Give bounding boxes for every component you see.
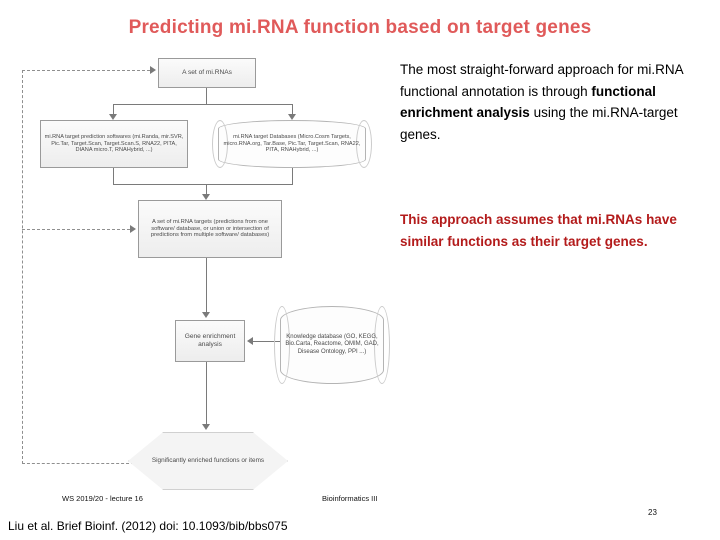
arrow-to-databases (288, 114, 296, 120)
connector-mirnas-down (206, 88, 207, 104)
connector-to-databases (292, 104, 293, 114)
node-set-of-mirna-targets: A set of mi.RNA targets (predictions fro… (138, 200, 282, 258)
node-significantly-enriched-results: Significantly enriched functions or item… (128, 432, 288, 490)
page-title: Predicting mi.RNA function based on targ… (128, 17, 592, 38)
node-knowledge-database-label: Knowledge database (GO, KEGG, Bio.Carta,… (285, 334, 379, 355)
description-bold-phrase: functional enrichment analysis (400, 83, 656, 121)
connector-to-software (113, 104, 114, 114)
node-target-databases: mi.RNA target Databases (Micro.Cosm Targ… (218, 120, 366, 168)
node-gene-enrichment-analysis: Gene enrichment analysis (175, 320, 245, 362)
arrow-to-gene-enrichment-from-knowledge (247, 337, 253, 345)
arrow-to-targets (202, 194, 210, 200)
cylinder-cap-knowledge-right (374, 306, 390, 384)
cylinder-cap-databases-left (212, 120, 228, 168)
feedback-loop-top-arrow (150, 66, 156, 74)
feedback-loop-mid-branch (22, 229, 130, 230)
connector-split-horizontal (113, 104, 293, 105)
connector-software-down (113, 168, 114, 184)
node-set-of-mirnas: A set of mi.RNAs (158, 58, 256, 88)
arrow-to-gene-enrichment (202, 312, 210, 318)
footer-lecture-label: WS 2019/20 - lecture 16 (62, 494, 143, 503)
connector-merge-to-targets (206, 184, 207, 194)
cylinder-body-databases (218, 120, 366, 168)
connector-targets-down (206, 258, 207, 312)
assumption-paragraph: This approach assumes that mi.RNAs have … (400, 212, 677, 249)
arrow-to-result (202, 424, 210, 430)
node-knowledge-database: Knowledge database (GO, KEGG, Bio.Carta,… (280, 306, 384, 384)
citation-text: Liu et al. Brief Bioinf. (2012) doi: 10.… (8, 519, 288, 533)
connector-databases-down (292, 168, 293, 184)
connector-gea-down (206, 362, 207, 424)
feedback-loop-top-branch (22, 70, 150, 71)
description-part-2: using the mi.RNA-target genes. (400, 105, 678, 142)
footer-course-label: Bioinformatics III (322, 494, 378, 503)
feedback-loop-mid-arrow (130, 225, 136, 233)
result-shape (128, 432, 288, 490)
flowchart-figure: A set of mi.RNAs mi.RNA target predictio… (0, 52, 395, 497)
result-label: Significantly enriched functions or item… (151, 457, 265, 464)
arrow-to-software (109, 114, 117, 120)
connector-merge-horizontal (113, 184, 293, 185)
connector-knowledge-to-gea (253, 341, 293, 342)
node-target-databases-label: mi.RNA target Databases (Micro.Cosm Targ… (223, 134, 361, 154)
cylinder-cap-databases-right (356, 120, 372, 168)
node-target-prediction-software: mi.RNA target prediction softwares (mi.R… (40, 120, 188, 168)
slide-number: 23 (648, 508, 657, 517)
description-paragraph: The most straight-forward approach for m… (400, 59, 700, 145)
cylinder-cap-knowledge-left (274, 306, 290, 384)
description-part-1: The most straight-forward approach for m… (400, 62, 683, 99)
feedback-loop-bottom-branch (22, 463, 134, 464)
feedback-loop-spine (22, 70, 23, 464)
